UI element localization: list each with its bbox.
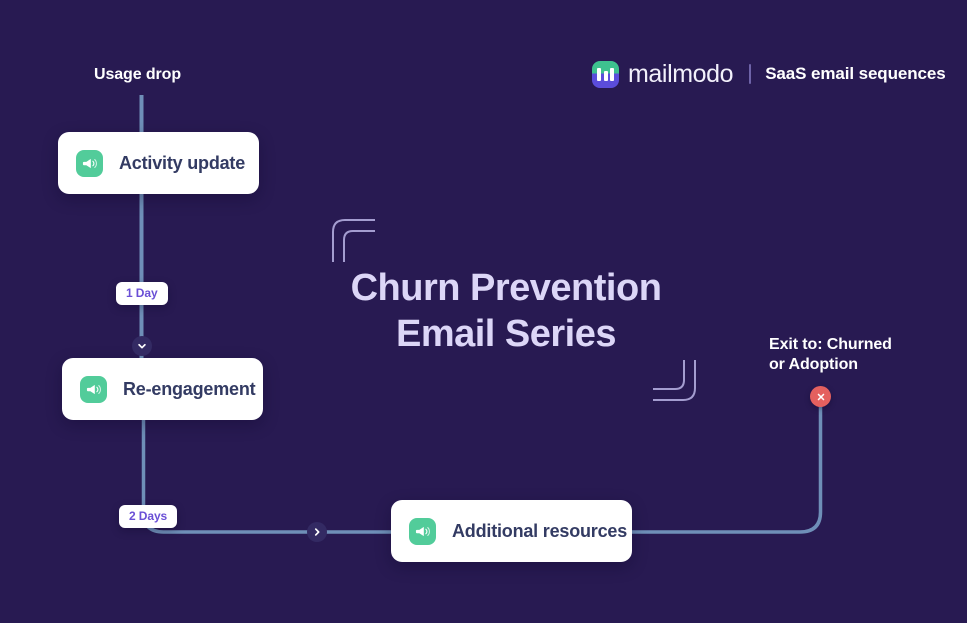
megaphone-icon <box>80 375 107 403</box>
node-card-re-engagement[interactable]: Re-engagement <box>62 358 263 420</box>
chevron-down-icon[interactable] <box>132 336 152 356</box>
node-card-additional-resources[interactable]: Additional resources <box>391 500 632 562</box>
node-card-activity-update[interactable]: Activity update <box>58 132 259 194</box>
close-x-icon[interactable] <box>810 386 831 407</box>
exit-label: Exit to: Churned or Adoption <box>769 335 919 375</box>
delay-badge-1-day[interactable]: 1 Day <box>116 282 168 305</box>
entry-label: Usage drop <box>94 66 182 83</box>
node-label: Activity update <box>119 152 246 173</box>
chevron-right-icon[interactable] <box>307 522 327 542</box>
node-label: Additional resources <box>452 520 628 541</box>
brand-divider <box>749 64 752 84</box>
connector-additional-to-exit <box>630 396 823 534</box>
exit-label-line-1: Exit to: Churned <box>769 336 892 353</box>
brand-tagline: SaaS email sequences <box>765 64 946 83</box>
page-title-line-2: Email Series <box>395 312 617 355</box>
megaphone-icon <box>409 517 436 545</box>
exit-label-line-2: or Adoption <box>769 356 858 373</box>
connector-reengagement-to-additional <box>141 417 394 534</box>
page-title: Churn Prevention Email Series <box>296 266 716 358</box>
brand-header: mailmodo SaaS email sequences <box>592 58 946 90</box>
mailmodo-logo-icon <box>592 60 619 88</box>
brand-name: mailmodo <box>628 59 734 88</box>
page-title-line-1: Churn Prevention <box>350 267 662 309</box>
megaphone-icon <box>76 149 103 177</box>
node-label: Re-engagement <box>123 378 256 399</box>
delay-badge-2-days[interactable]: 2 Days <box>119 505 178 528</box>
